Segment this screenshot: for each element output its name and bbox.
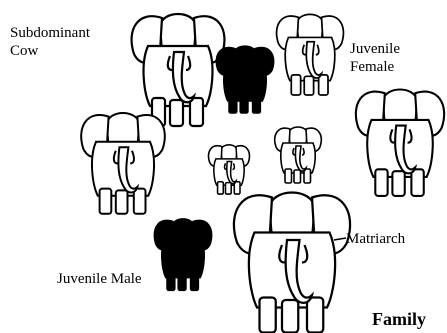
juvenile-male-elephant (154, 219, 212, 291)
right-cow-elephant (356, 90, 444, 196)
juvenile-female-elephant (277, 14, 344, 95)
dark-cow-elephant (216, 46, 274, 113)
label-juvenile-female: Juvenile Female (350, 40, 400, 76)
label-subdominant-cow: Subdominant Cow (10, 24, 90, 60)
small-calf-elephant (209, 145, 250, 194)
label-family: Family (372, 308, 426, 330)
label-matriarch: Matriarch (346, 230, 405, 248)
matriarch-elephant (234, 193, 350, 333)
medium-calf-elephant (275, 127, 321, 183)
left-cow-elephant (81, 113, 165, 214)
subdominant-cow-elephant (132, 14, 225, 126)
label-juvenile-male: Juvenile Male (57, 270, 142, 288)
